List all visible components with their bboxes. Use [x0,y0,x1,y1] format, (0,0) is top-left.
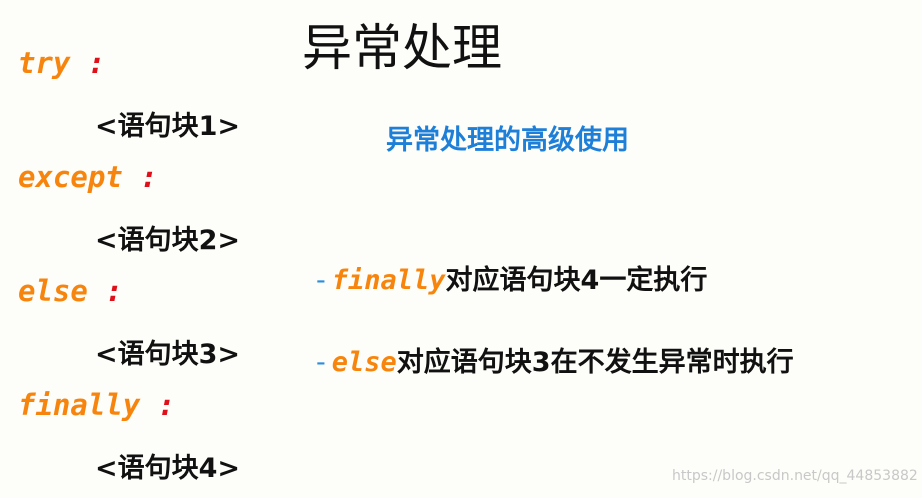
code-block-3: <语句块3> [95,339,241,370]
bullet-keyword: else [331,347,397,378]
code-block-2: <语句块2> [95,225,241,256]
page-title: 异常处理 [302,19,502,77]
colon: : [87,46,106,80]
bullet-dash: - [316,265,326,296]
keyword: else [18,274,88,308]
bullet-keyword: finally [331,265,446,296]
code-keyword-else: else : [18,274,123,308]
code-block-1: <语句块1> [95,111,241,142]
bullet-text: 对应语句块4一定执行 [445,265,708,296]
bullet-finally: -finally对应语句块4一定执行 [316,258,707,297]
colon: : [140,160,158,194]
slide-subtitle: 异常处理的高级使用 [386,125,629,156]
keyword: finally [18,388,141,422]
bullet-dash: - [316,347,326,378]
keyword: try [18,46,71,80]
source-url-watermark: https://blog.csdn.net/qq_44853882 [672,468,918,484]
bullet-text: 对应语句块3在不发生异常时执行 [396,347,794,378]
bullet-else: -else对应语句块3在不发生异常时执行 [316,340,794,379]
code-block-4: <语句块4> [95,453,241,484]
code-keyword-try: try : [18,46,105,80]
code-keyword-finally: finally : [18,388,175,422]
code-keyword-except: except : [18,160,158,194]
keyword: except [18,160,123,194]
colon: : [105,274,123,308]
colon: : [157,388,176,422]
